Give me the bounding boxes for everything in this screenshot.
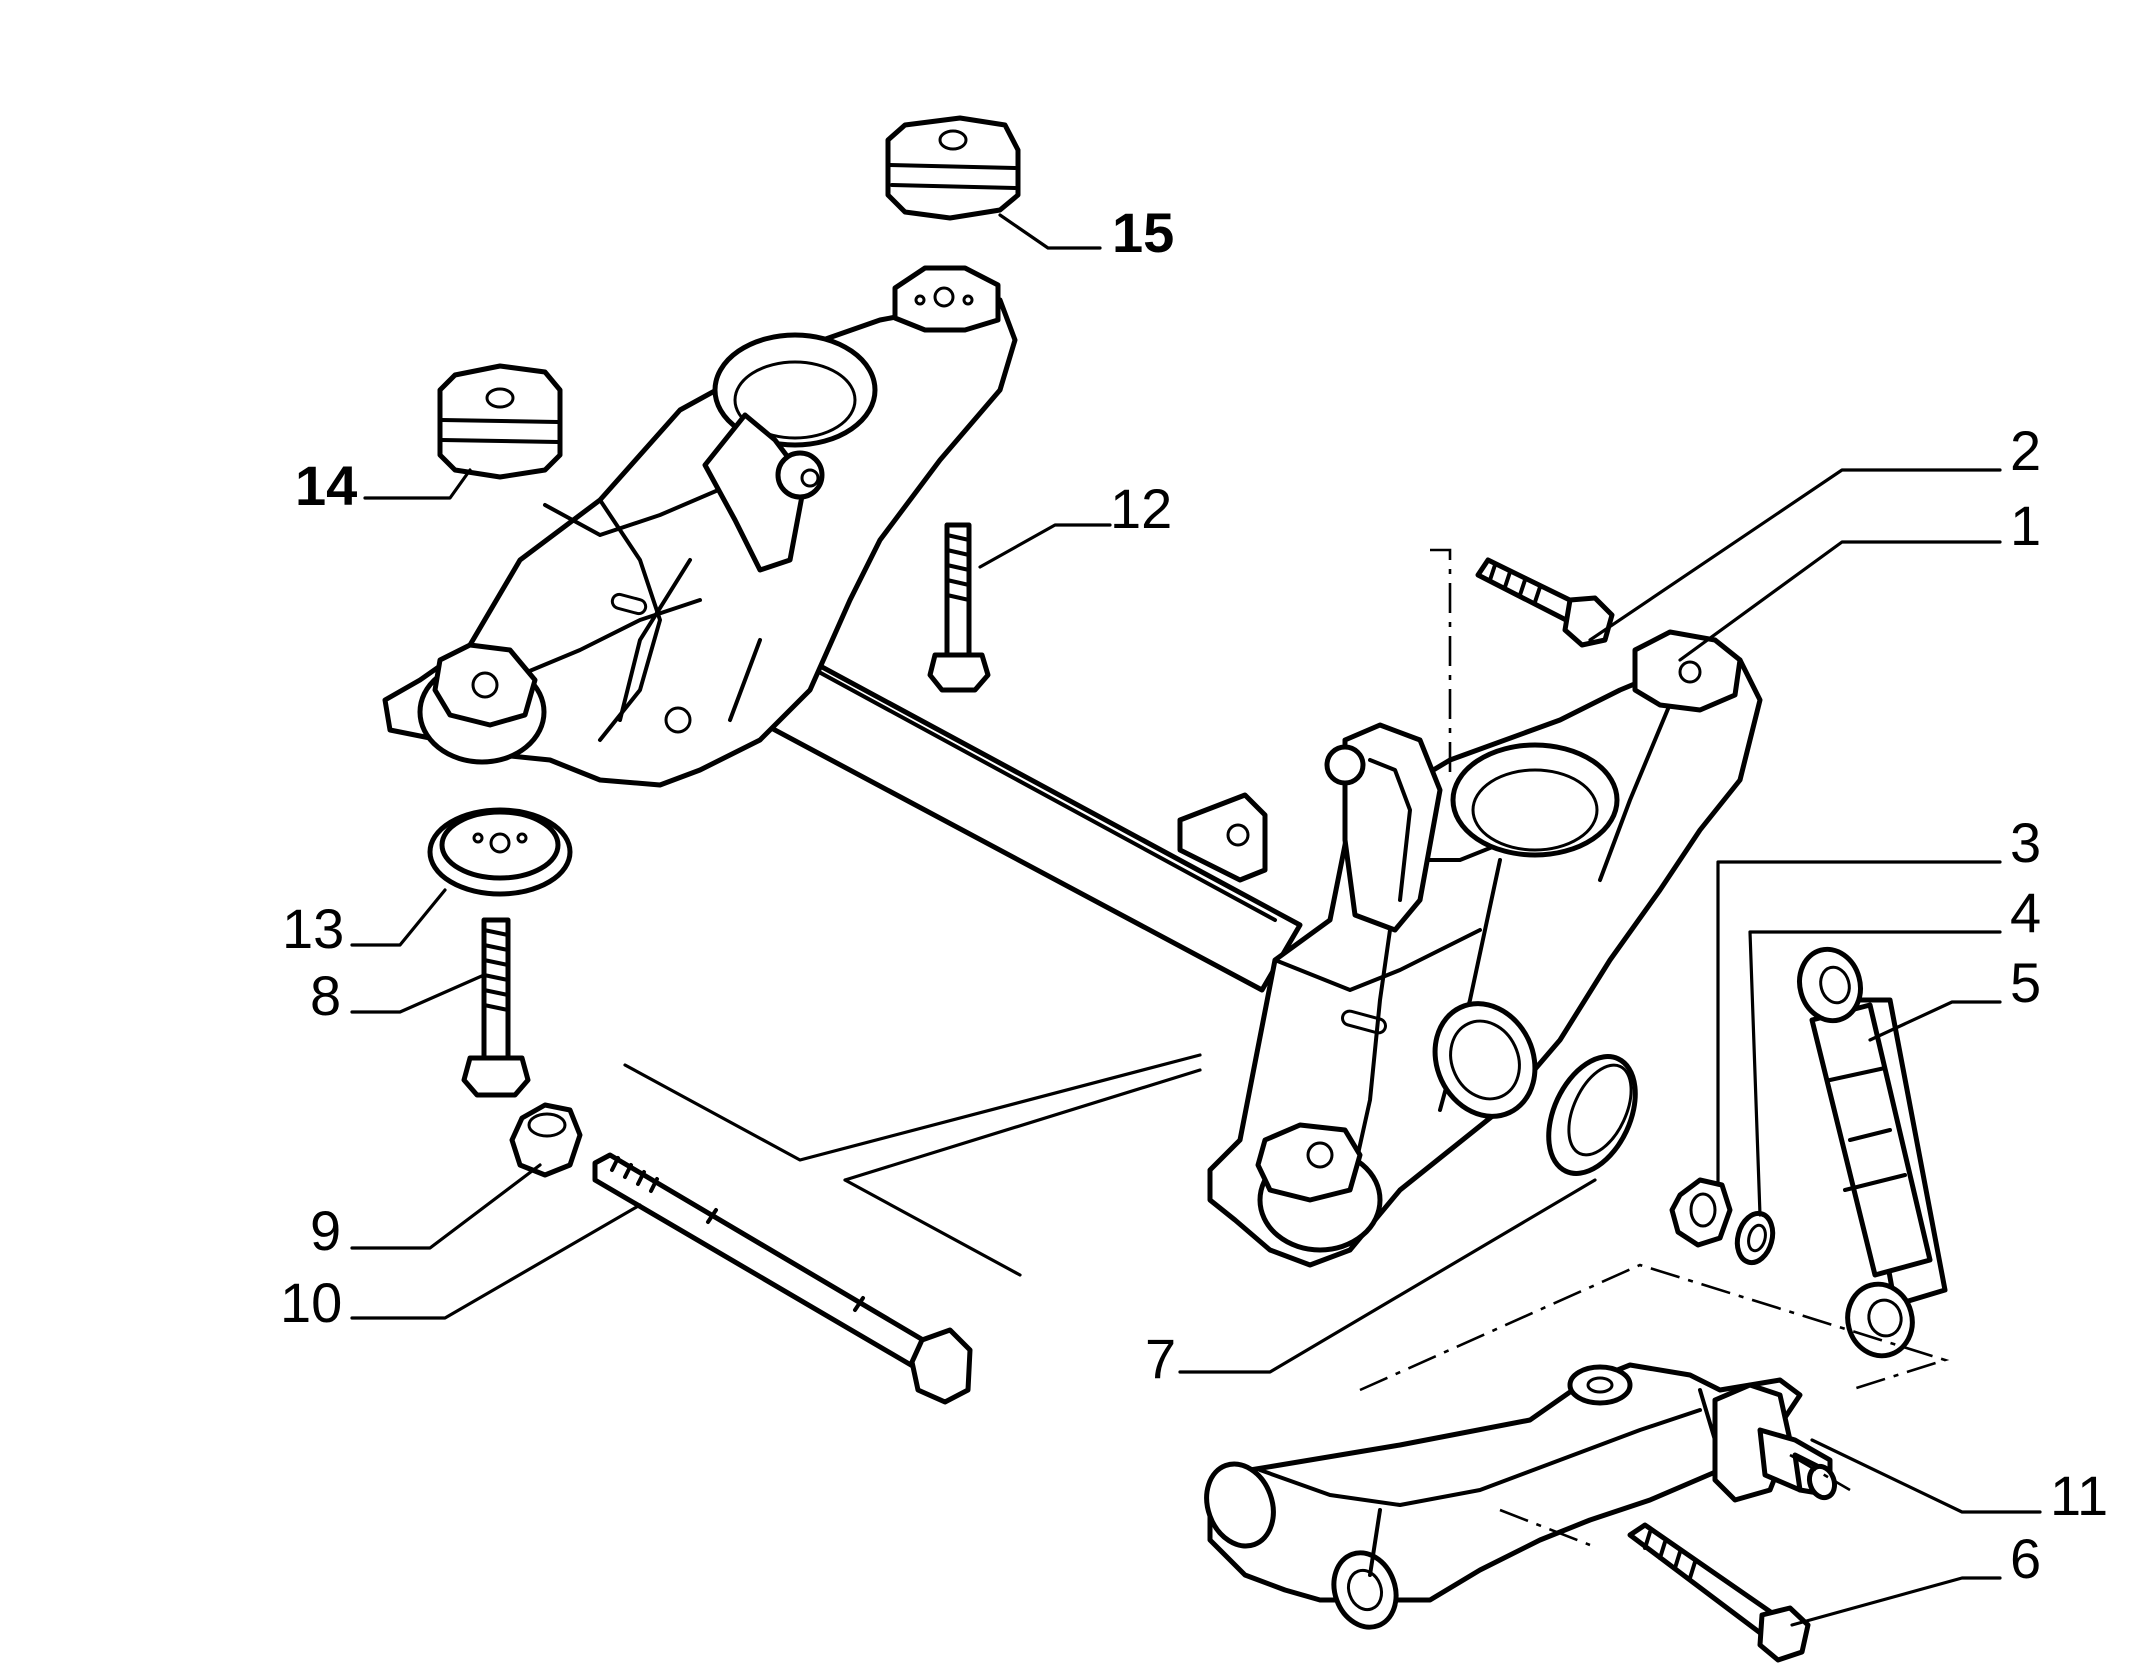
nut-3 (1669, 1177, 1733, 1248)
callout-4: 4 (2010, 881, 2041, 944)
left-subframe (382, 265, 1018, 788)
bushing-15 (885, 115, 1021, 221)
ring-7 (1546, 1054, 1638, 1176)
bolt-2 (1475, 557, 1615, 648)
callout-15: 15 (1112, 201, 1174, 264)
shock-absorber-5 (1797, 946, 1948, 1359)
leader-12 (978, 523, 1112, 569)
leader-10 (350, 1203, 642, 1320)
trailing-arm (1204, 1362, 1838, 1630)
leader-5 (1868, 1000, 2002, 1042)
leader-3 (1716, 860, 2002, 1187)
bushing-14 (437, 363, 563, 480)
callout-6: 6 (2010, 1527, 2041, 1590)
callout-13: 13 (282, 897, 344, 960)
leader-4 (1748, 930, 2002, 1217)
bolt-8 (461, 917, 531, 1098)
leader-13 (350, 888, 447, 947)
callout-9: 9 (310, 1199, 341, 1262)
leader-14 (363, 468, 472, 500)
callout-7: 7 (1145, 1327, 1176, 1390)
callout-2: 2 (2010, 419, 2041, 482)
leader-1 (1678, 540, 2002, 662)
bolt-12 (927, 522, 991, 693)
leader-15 (998, 213, 1102, 250)
leader-9 (350, 1163, 542, 1250)
washer-4 (1734, 1210, 1776, 1266)
right-subframe (1207, 629, 1763, 1268)
leader-11 (1810, 1438, 2042, 1514)
callout-1: 1 (2010, 494, 2041, 557)
leader-2 (1588, 468, 2002, 642)
nut-9 (509, 1102, 583, 1178)
bolt-6 (1627, 1522, 1811, 1663)
callout-14: 14 (295, 454, 357, 517)
leader-lines (350, 213, 2042, 1627)
washer-13 (427, 807, 573, 897)
callout-labels: 1 2 3 4 5 6 7 8 9 10 11 12 13 14 15 (280, 201, 2108, 1590)
leader-8 (350, 973, 486, 1014)
leader-7 (1178, 1178, 1597, 1374)
callout-11: 11 (2050, 1464, 2108, 1527)
callout-8: 8 (310, 964, 341, 1027)
assembly-lines (1359, 548, 1950, 1547)
callout-5: 5 (2010, 951, 2041, 1014)
callout-10: 10 (280, 1271, 342, 1334)
break-lines (623, 1053, 1202, 1277)
bolt-10 (592, 1152, 973, 1405)
callout-3: 3 (2010, 811, 2041, 874)
callout-12: 12 (1110, 477, 1172, 540)
leader-6 (1790, 1576, 2002, 1627)
